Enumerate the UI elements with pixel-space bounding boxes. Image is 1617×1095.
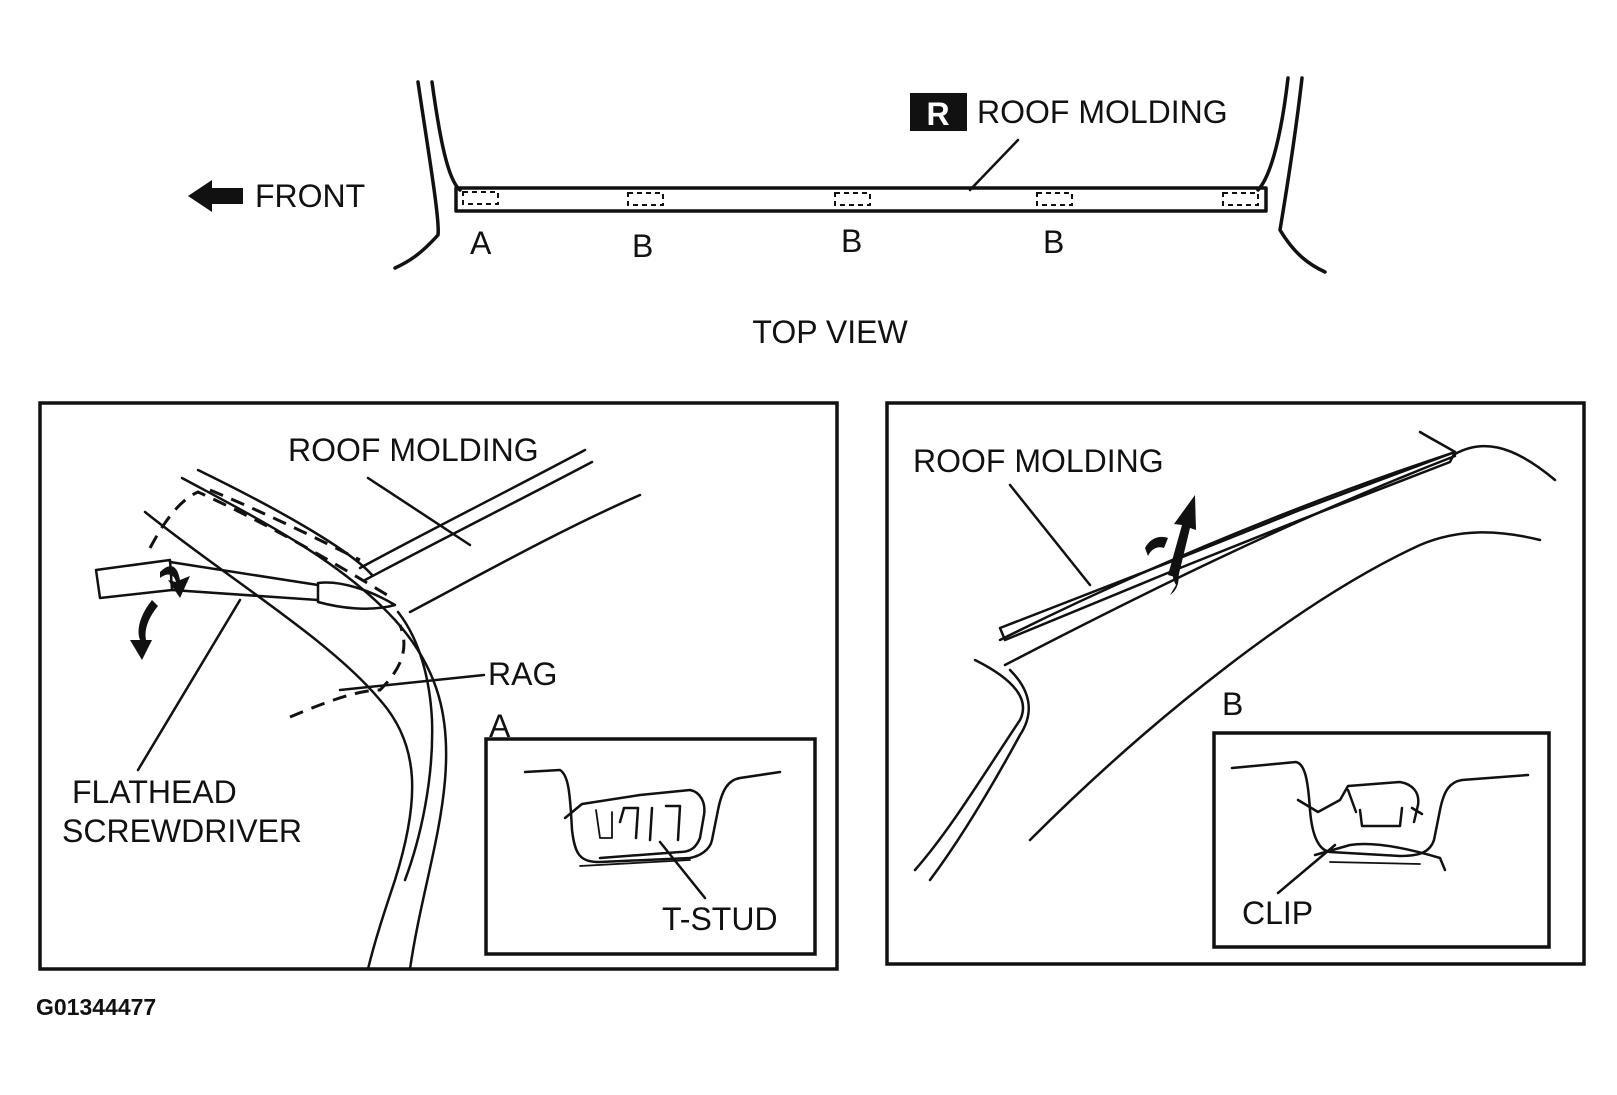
left-pillar-curve [396,610,434,882]
inset-a-letter: A [489,708,511,744]
clip-panel [1230,760,1530,858]
rock-arrow-left-icon [1145,536,1168,556]
clip-body [1346,788,1424,828]
left-rag-outline-lower [289,624,406,719]
clip-label-b1: B [632,228,653,264]
left-molding-label: ROOF MOLDING [288,432,539,468]
tool-leader [136,598,242,772]
t-stud-panel [523,768,782,864]
clip-label: CLIP [1242,895,1313,931]
top-view-right-pillar-outer [1278,76,1327,274]
clip-label-a: A [470,225,492,261]
top-view-left-pillar-outer [393,80,440,270]
top-view-roof-molding [454,186,1268,213]
t-stud-detail [595,809,613,839]
r-badge-letter: R [926,96,949,132]
left-panel: ROOF MOLDING RAG FLATHEAD SCREWDRIVER A … [38,401,839,971]
clip-molding [1296,780,1420,824]
t-stud-base [579,859,691,867]
right-molding-label: ROOF MOLDING [913,443,1164,479]
inset-b-letter: B [1222,686,1243,722]
clip-section [1230,760,1530,872]
top-view-clip-positions [462,191,1259,206]
t-stud-label: T-STUD [662,901,778,937]
right-pillar-line-2 [928,668,1030,882]
left-roof-line-3 [196,468,374,577]
t-stud-section [523,768,782,867]
top-view-caption: TOP VIEW [752,314,908,350]
clip-base [1313,842,1447,872]
clip-position-a [462,191,499,205]
clip-label-b2: B [841,223,862,259]
right-molding-leader [1008,483,1092,587]
clip-position-b2 [834,192,871,206]
left-rag-outline-inner [209,488,361,562]
rag-leader [338,673,486,692]
clip-position-b1 [627,192,664,206]
front-label: FRONT [255,178,365,214]
right-molding-strip [998,450,1457,642]
rotate-arrow-down-icon [130,600,158,660]
screwdriver-shaft [168,560,320,602]
figure-id: G01344477 [36,994,156,1020]
front-arrow-icon [188,180,243,212]
right-panel: ROOF MOLDING B CLIP [885,401,1586,966]
right-body-curve [1028,531,1542,842]
clip-leader [1276,843,1337,895]
left-molding-edge-1 [358,448,587,570]
left-molding-edge-2 [363,460,594,582]
r-badge [910,93,967,131]
left-molding-leader [366,476,472,547]
right-roof-line-1 [998,450,1457,642]
right-roof-line-4 [1418,430,1457,454]
clip-base-inner [1329,861,1421,865]
t-stud-molding [563,788,706,860]
top-view-molding-label: ROOF MOLDING [977,94,1228,130]
top-view: R ROOF MOLDING FRONT A B B B TOP VIEW [188,76,1327,350]
rock-arrow-right-icon [1170,568,1179,595]
right-roof-line-2 [1003,454,1457,667]
rotate-arrow-up-icon [160,566,190,598]
clip-position-end [1222,192,1259,206]
clip-position-b3 [1036,192,1073,206]
top-view-right-pillar-inner [1256,76,1290,192]
t-stud-leader [658,840,707,900]
screwdriver-tip [316,581,397,610]
left-roof-line-1 [143,510,414,971]
top-view-molding-leader [968,138,1020,192]
right-roof-line-3 [1453,444,1557,482]
tool-label-line2: SCREWDRIVER [62,813,302,849]
t-stud-body [618,804,682,842]
lift-arrow-icon [1168,495,1196,578]
left-molding-edge-3 [408,493,642,614]
rag-label: RAG [488,656,557,692]
clip-label-b3: B [1043,224,1064,260]
top-view-left-pillar-inner [430,80,462,192]
tool-label-line1: FLATHEAD [72,774,237,810]
left-rag-outline-upper [148,490,393,600]
right-pillar-line-1 [913,658,1025,872]
inset-b-frame [1212,731,1551,949]
